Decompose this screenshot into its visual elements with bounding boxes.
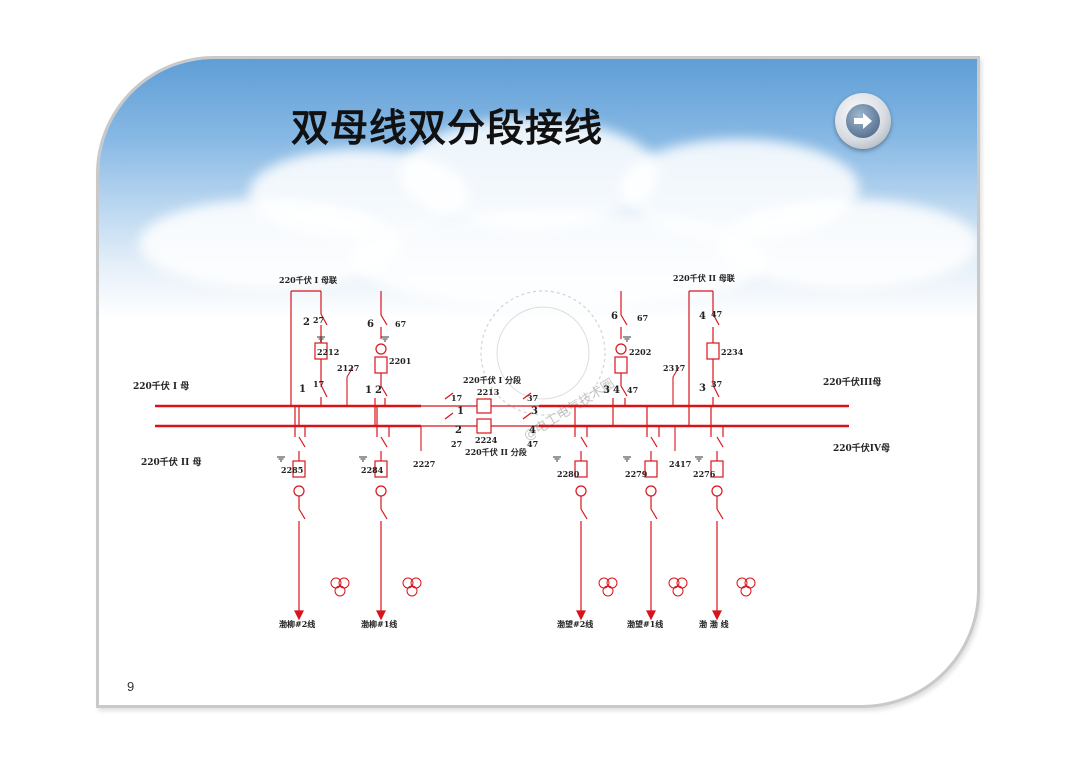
svg-text:27: 27 [451,439,462,449]
bus-2-label: 220千伏 II 母 [141,456,201,468]
svg-text:37: 37 [527,393,538,403]
pt-2227: 2227 [413,459,435,469]
bay-2279 [644,406,660,621]
bay-2284-line: 渤柳#1线 [361,619,397,629]
bay-2276 [710,406,724,621]
bay-2285-line: 渤柳#2线 [279,619,315,629]
bay-2202-breaker: 2202 [629,347,651,357]
coupler-2 [688,290,720,426]
bay-2279-breaker: 2279 [625,469,648,479]
pt-2417: 2417 [669,459,691,469]
single-line-diagram: @电工电气技术圈 220千伏 I 母 220千伏 II 母 220千伏III母 … [133,273,890,629]
bay-2285-breaker: 2285 [281,465,303,475]
svg-text:6: 6 [611,311,618,322]
bay-2284-breaker: 2284 [361,465,384,475]
section-1-breaker: 2213 [477,387,500,397]
bus-4-label: 220千伏IV母 [833,442,890,454]
coupler-1-label: 220千伏 I 母联 [279,275,337,285]
bay-2284 [374,406,390,621]
svg-text:67: 67 [395,319,406,329]
section-1-label: 220千伏 I 分段 [463,375,521,385]
svg-text:67: 67 [637,313,648,323]
bay-2280 [574,406,588,621]
svg-text:2: 2 [455,425,462,436]
sky-background [99,59,977,319]
section-2-breaker: 2224 [475,435,498,445]
section-2-label: 220千伏 II 分段 [465,447,527,457]
svg-text:47: 47 [627,385,638,395]
bay-2201-breaker: 2201 [389,356,411,366]
svg-text:3: 3 [531,406,538,417]
svg-text:2: 2 [303,317,310,328]
coupler-1 [290,290,328,426]
svg-text:1: 1 [365,385,372,396]
section-2 [421,412,539,434]
svg-text:6: 6 [367,319,374,330]
watermark: @电工电气技术圈 [480,290,617,444]
svg-text:47: 47 [527,439,538,449]
slide: 双母线双分段接线 @电工电气技术圈 220千伏 I 母 [96,56,980,708]
pt-2127: 2127 [337,363,359,373]
svg-text:3: 3 [699,383,706,394]
nav-divider [891,121,977,122]
bay-2201 [374,291,388,426]
coupler-2-breaker: 2234 [721,347,744,357]
bay-2280-line: 渤望#2线 [557,619,593,629]
coupler-2-label: 220千伏 II 母联 [673,273,735,283]
bay-2280-breaker: 2280 [557,469,580,479]
svg-text:3: 3 [603,385,610,396]
svg-text:17: 17 [451,393,462,403]
svg-text:4: 4 [529,425,536,436]
section-1 [421,392,539,414]
page-number: 9 [127,679,135,694]
bay-2285 [292,406,306,621]
next-slide-button[interactable] [835,93,891,149]
svg-text:17: 17 [313,379,324,389]
pt-2317: 2317 [663,363,685,373]
bus-3-label: 220千伏III母 [823,376,881,388]
svg-text:1: 1 [299,384,306,395]
arrow-right-icon [846,104,880,138]
svg-text:4: 4 [699,311,706,322]
svg-text:4: 4 [613,385,620,396]
svg-text:47: 47 [711,309,722,319]
bay-2279-line: 渤望#1线 [627,619,663,629]
slide-title: 双母线双分段接线 [291,106,604,150]
bay-2276-line: 渤 渤 线 [699,619,729,629]
coupler-1-breaker: 2212 [317,347,339,357]
bus-1-label: 220千伏 I 母 [133,380,189,392]
svg-text:37: 37 [711,379,722,389]
svg-text:2: 2 [375,385,382,396]
svg-text:1: 1 [457,406,464,417]
bay-2276-breaker: 2276 [693,469,716,479]
bay-2202 [612,291,628,426]
svg-text:27: 27 [313,315,324,325]
